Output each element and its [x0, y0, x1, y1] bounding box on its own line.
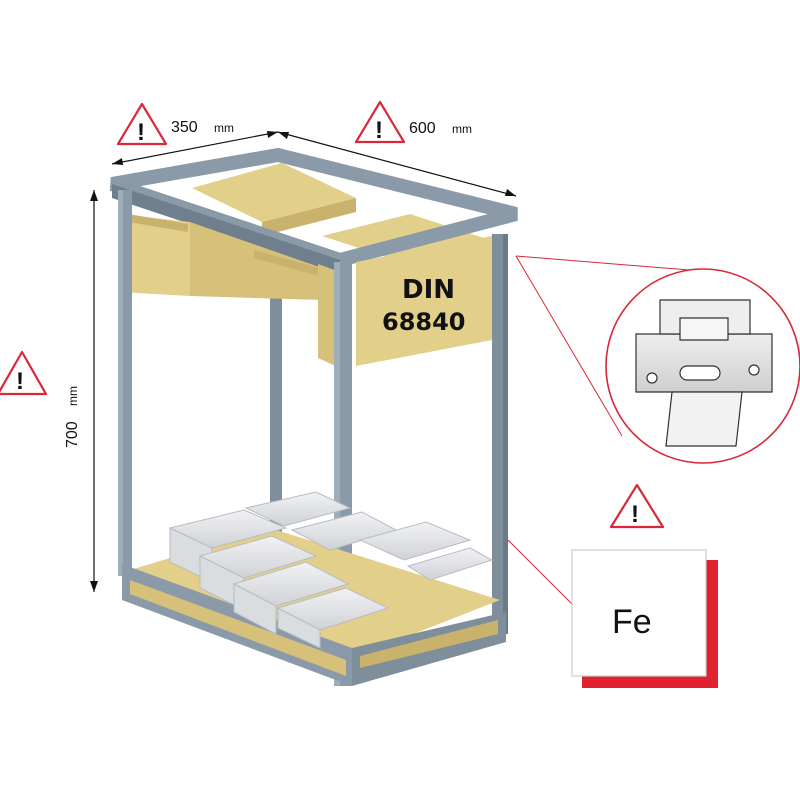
dimension-lines	[90, 131, 517, 592]
width-value: 350	[171, 119, 198, 136]
sign-line-1: DIN	[402, 275, 455, 305]
depth-value: 600	[409, 120, 436, 137]
height-value: 700	[64, 421, 81, 448]
svg-text:!: !	[137, 119, 145, 146]
warning-icon: !	[609, 483, 665, 529]
svg-text:!: !	[631, 501, 639, 528]
width-unit: mm	[214, 121, 234, 135]
warning-icon: !	[0, 350, 48, 396]
depth-unit: mm	[452, 122, 472, 136]
svg-text:!: !	[16, 368, 24, 395]
warning-icon: !	[116, 102, 168, 146]
sign-line-2: 68840	[382, 308, 466, 336]
callout-lines	[507, 255, 715, 611]
warning-icon: !	[354, 100, 406, 144]
material-box: Fe	[571, 549, 718, 688]
din-rail-detail	[605, 268, 800, 464]
svg-text:!: !	[375, 117, 383, 144]
material-symbol: Fe	[612, 603, 652, 641]
storage-containers	[168, 491, 494, 649]
height-unit: mm	[66, 386, 80, 406]
